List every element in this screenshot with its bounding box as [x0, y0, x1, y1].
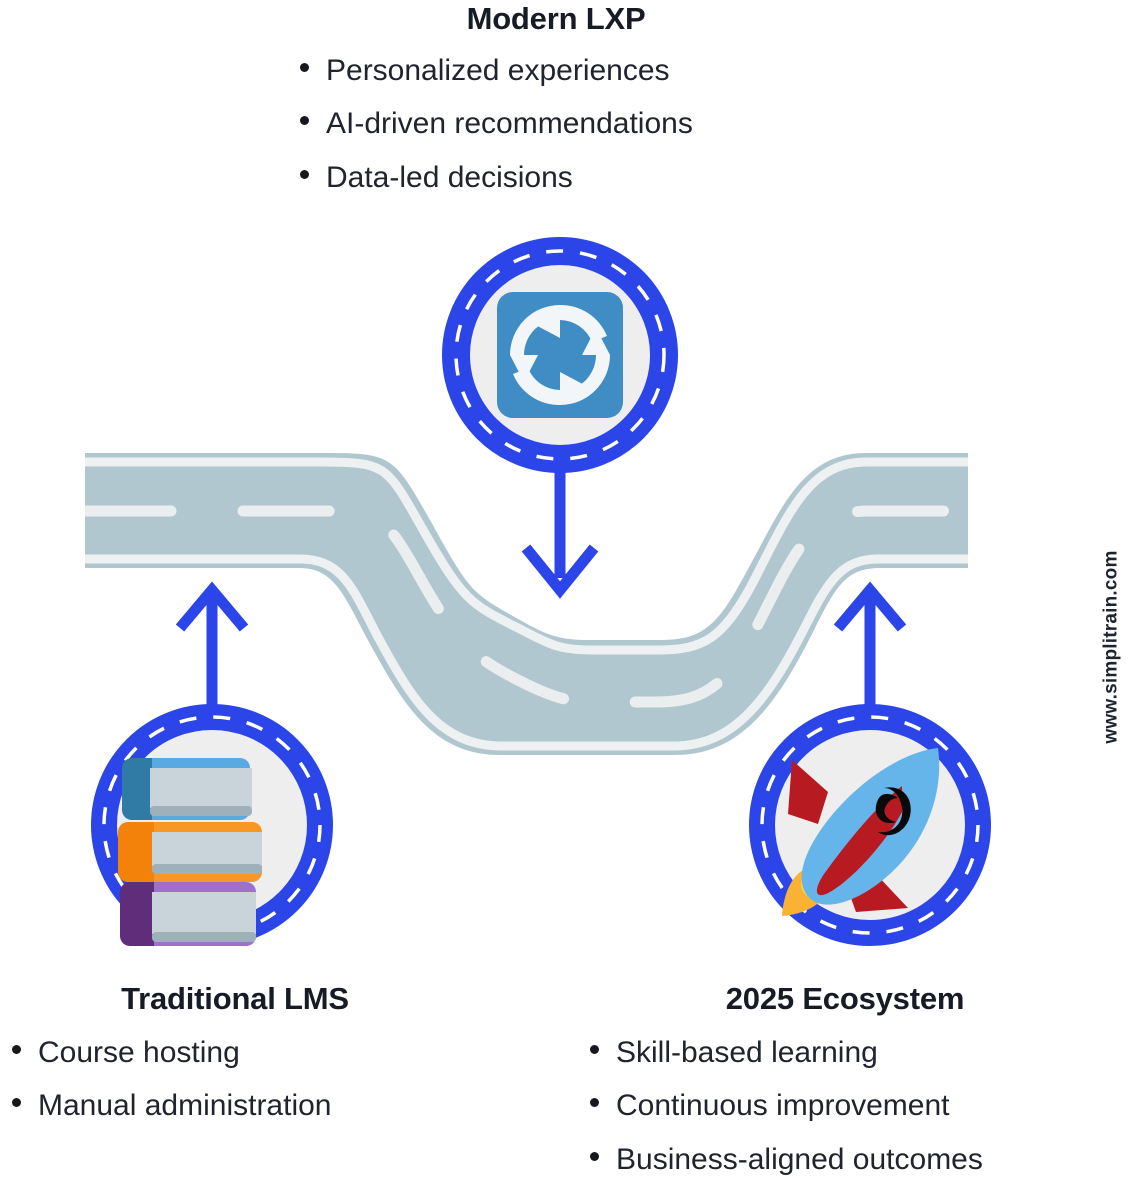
- list-item: Manual administration: [12, 1079, 470, 1132]
- arrow-eco-up: [833, 581, 907, 712]
- badge-dash-sync: [454, 249, 666, 461]
- bullet-dot-icon: [590, 1151, 599, 1161]
- rocket-icon: [782, 748, 940, 916]
- list-item: Data-led decisions: [300, 151, 693, 204]
- road-edge-stripes: [85, 457, 968, 751]
- list-item: Course hosting: [12, 1026, 470, 1079]
- road-center-dashes: [85, 505, 968, 708]
- list-item-label: Business-aligned outcomes: [616, 1142, 983, 1176]
- arrow-sync-down: [521, 455, 599, 599]
- list-item-label: Continuous improvement: [616, 1089, 950, 1123]
- traditional-lms-block: Traditional LMS Course hosting Manual ad…: [0, 981, 470, 1133]
- bullet-dot-icon: [300, 169, 309, 179]
- ecosystem-block: 2025 Ecosystem Skill-based learning Cont…: [560, 981, 1130, 1186]
- watermark-label: www.simplitrain.com: [1101, 550, 1123, 744]
- bullet-dot-icon: [300, 116, 309, 126]
- ecosystem-heading: 2025 Ecosystem: [725, 981, 965, 1016]
- modern-lxp-bullet-list: Personalized experiences AI-driven recom…: [300, 44, 693, 204]
- bullet-dot-icon: [12, 1045, 21, 1055]
- modern-lxp-block: Modern LXP Personalized experiences AI-d…: [0, 1, 1130, 204]
- list-item: Continuous improvement: [590, 1079, 1130, 1132]
- list-item-label: AI-driven recommendations: [326, 107, 693, 141]
- modern-lxp-heading: Modern LXP: [466, 1, 646, 36]
- badge-rocket[interactable]: [749, 704, 991, 946]
- ecosystem-bullet-list: Skill-based learning Continuous improvem…: [590, 1026, 1130, 1186]
- bullet-dot-icon: [300, 63, 309, 73]
- watermark: www.simplitrain.com: [1098, 447, 1126, 847]
- list-item: Personalized experiences: [300, 44, 693, 97]
- arrow-lms-up: [175, 581, 249, 712]
- stacked-books-icon: [118, 758, 262, 946]
- list-item: Skill-based learning: [590, 1026, 1130, 1079]
- list-item-label: Course hosting: [38, 1036, 240, 1070]
- list-item-label: Skill-based learning: [616, 1036, 878, 1070]
- bullet-dot-icon: [590, 1045, 599, 1055]
- sync-refresh-icon: [497, 292, 623, 418]
- traditional-lms-heading: Traditional LMS: [121, 981, 349, 1016]
- road-path: [85, 453, 968, 755]
- badge-books[interactable]: [91, 704, 333, 946]
- bullet-dot-icon: [590, 1098, 599, 1108]
- bullet-dot-icon: [12, 1098, 21, 1108]
- list-item: AI-driven recommendations: [300, 97, 693, 150]
- badge-dash-books: [102, 715, 322, 935]
- badge-sync[interactable]: [442, 237, 678, 473]
- list-item: Business-aligned outcomes: [590, 1133, 1130, 1186]
- list-item-label: Data-led decisions: [326, 160, 573, 194]
- badge-dash-rocket: [760, 715, 980, 935]
- list-item-label: Personalized experiences: [326, 54, 670, 88]
- list-item-label: Manual administration: [38, 1089, 332, 1123]
- traditional-lms-bullet-list: Course hosting Manual administration: [12, 1026, 470, 1133]
